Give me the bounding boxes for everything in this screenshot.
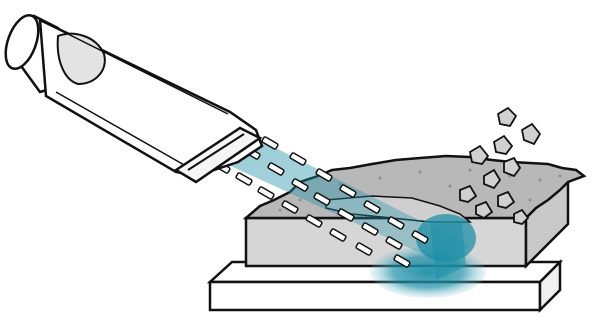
nozzle-icon [0,11,262,182]
